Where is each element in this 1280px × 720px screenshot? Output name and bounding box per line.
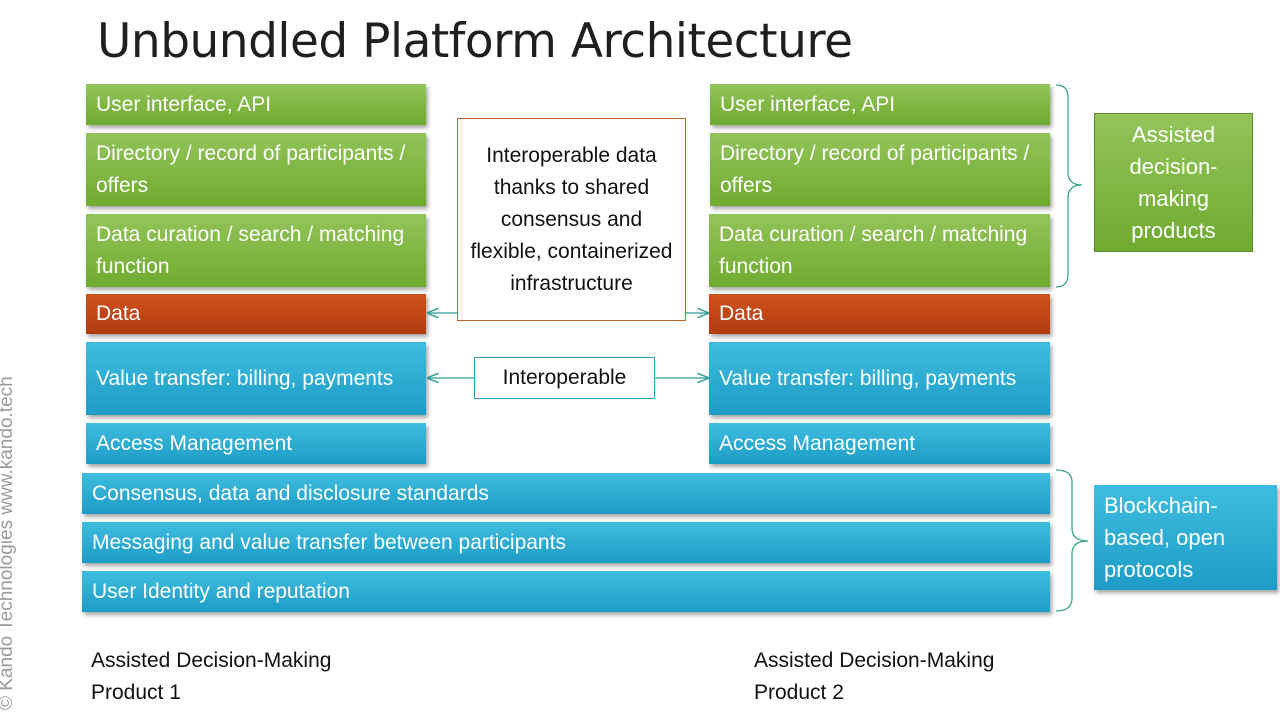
right-ui-layer: User interface, API	[710, 84, 1050, 125]
left-access-layer: Access Management	[86, 423, 426, 464]
messaging-layer: Messaging and value transfer between par…	[82, 522, 1050, 563]
messaging-label: Messaging and value transfer between par…	[92, 530, 566, 554]
interoperable-text: Interoperable	[502, 366, 627, 389]
left-directory-layer: Directory / record of participants / off…	[86, 133, 426, 206]
top-brace	[1055, 84, 1083, 288]
right-curation-label: Data curation / search / matching functi…	[719, 222, 1028, 278]
right-curation-layer: Data curation / search / matching functi…	[709, 214, 1050, 287]
left-access-label: Access Management	[96, 431, 293, 455]
left-value-transfer-layer: Value transfer: billing, payments	[86, 342, 426, 415]
left-ui-layer: User interface, API	[86, 84, 426, 125]
consensus-layer: Consensus, data and disclosure standards	[82, 473, 1050, 514]
left-curation-layer: Data curation / search / matching functi…	[86, 214, 426, 287]
right-ui-label: User interface, API	[720, 92, 896, 116]
left-value-transfer-label: Value transfer: billing, payments	[96, 366, 394, 390]
blockchain-label-box: Blockchain-based, open protocols	[1094, 485, 1277, 590]
left-curation-label: Data curation / search / matching functi…	[96, 222, 405, 278]
right-data-label: Data	[719, 302, 764, 325]
assisted-products-label-box: Assisted decision-making products	[1094, 113, 1253, 252]
left-ui-label: User interface, API	[96, 92, 272, 116]
interoperable-data-text: Interoperable data thanks to shared cons…	[470, 143, 673, 295]
right-directory-label: Directory / record of participants / off…	[720, 141, 1030, 197]
interoperable-callout: Interoperable	[474, 357, 655, 399]
left-data-label: Data	[96, 302, 141, 325]
consensus-label: Consensus, data and disclosure standards	[92, 481, 489, 505]
right-directory-layer: Directory / record of participants / off…	[710, 133, 1050, 206]
product2-caption: Assisted Decision-Making Product 2	[754, 649, 995, 704]
identity-label: User Identity and reputation	[92, 579, 350, 603]
right-access-label: Access Management	[719, 431, 916, 455]
bottom-brace	[1055, 469, 1089, 612]
assisted-products-text: Assisted decision-making products	[1129, 122, 1218, 243]
blockchain-text: Blockchain-based, open protocols	[1104, 493, 1226, 582]
right-access-layer: Access Management	[709, 423, 1050, 464]
product1-caption: Assisted Decision-Making Product 1	[91, 649, 332, 704]
right-value-transfer-label: Value transfer: billing, payments	[719, 366, 1017, 390]
left-data-layer: Data	[86, 294, 426, 334]
copyright-text: © Kando Technologies www.kando.tech	[0, 376, 17, 710]
interoperable-data-callout: Interoperable data thanks to shared cons…	[457, 118, 686, 321]
page-title: Unbundled Platform Architecture	[97, 14, 853, 69]
right-data-layer: Data	[709, 294, 1050, 334]
right-value-transfer-layer: Value transfer: billing, payments	[709, 342, 1050, 415]
left-directory-label: Directory / record of participants / off…	[96, 141, 406, 197]
identity-layer: User Identity and reputation	[82, 571, 1050, 612]
